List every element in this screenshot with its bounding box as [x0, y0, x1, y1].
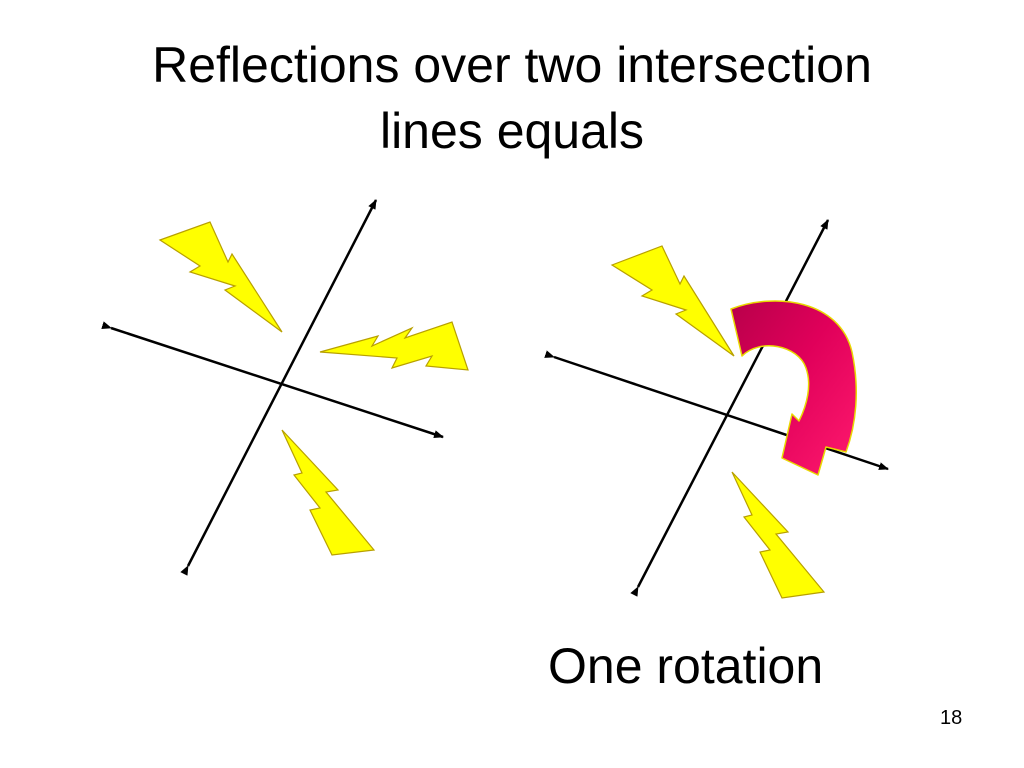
slide-number: 18 — [940, 707, 963, 729]
lightning-bolt-icon — [319, 321, 469, 371]
slide-title: Reflections over two intersection lines … — [60, 32, 964, 164]
lightning-bolt-icon — [281, 429, 376, 556]
lightning-bolt-icon — [158, 221, 283, 333]
curved-arrow-icon — [730, 300, 858, 476]
lightning-bolt-icon — [610, 245, 735, 357]
right-figure — [544, 219, 889, 599]
slide-title-line-2: lines equals — [379, 103, 645, 159]
left-line-shallow — [101, 321, 444, 439]
left-figure — [101, 199, 469, 576]
lightning-bolt-icon — [731, 471, 826, 599]
caption-one-rotation: One rotation — [548, 638, 824, 694]
right-line-shallow — [544, 350, 889, 471]
slide-title-line-1: Reflections over two intersection — [152, 37, 872, 93]
